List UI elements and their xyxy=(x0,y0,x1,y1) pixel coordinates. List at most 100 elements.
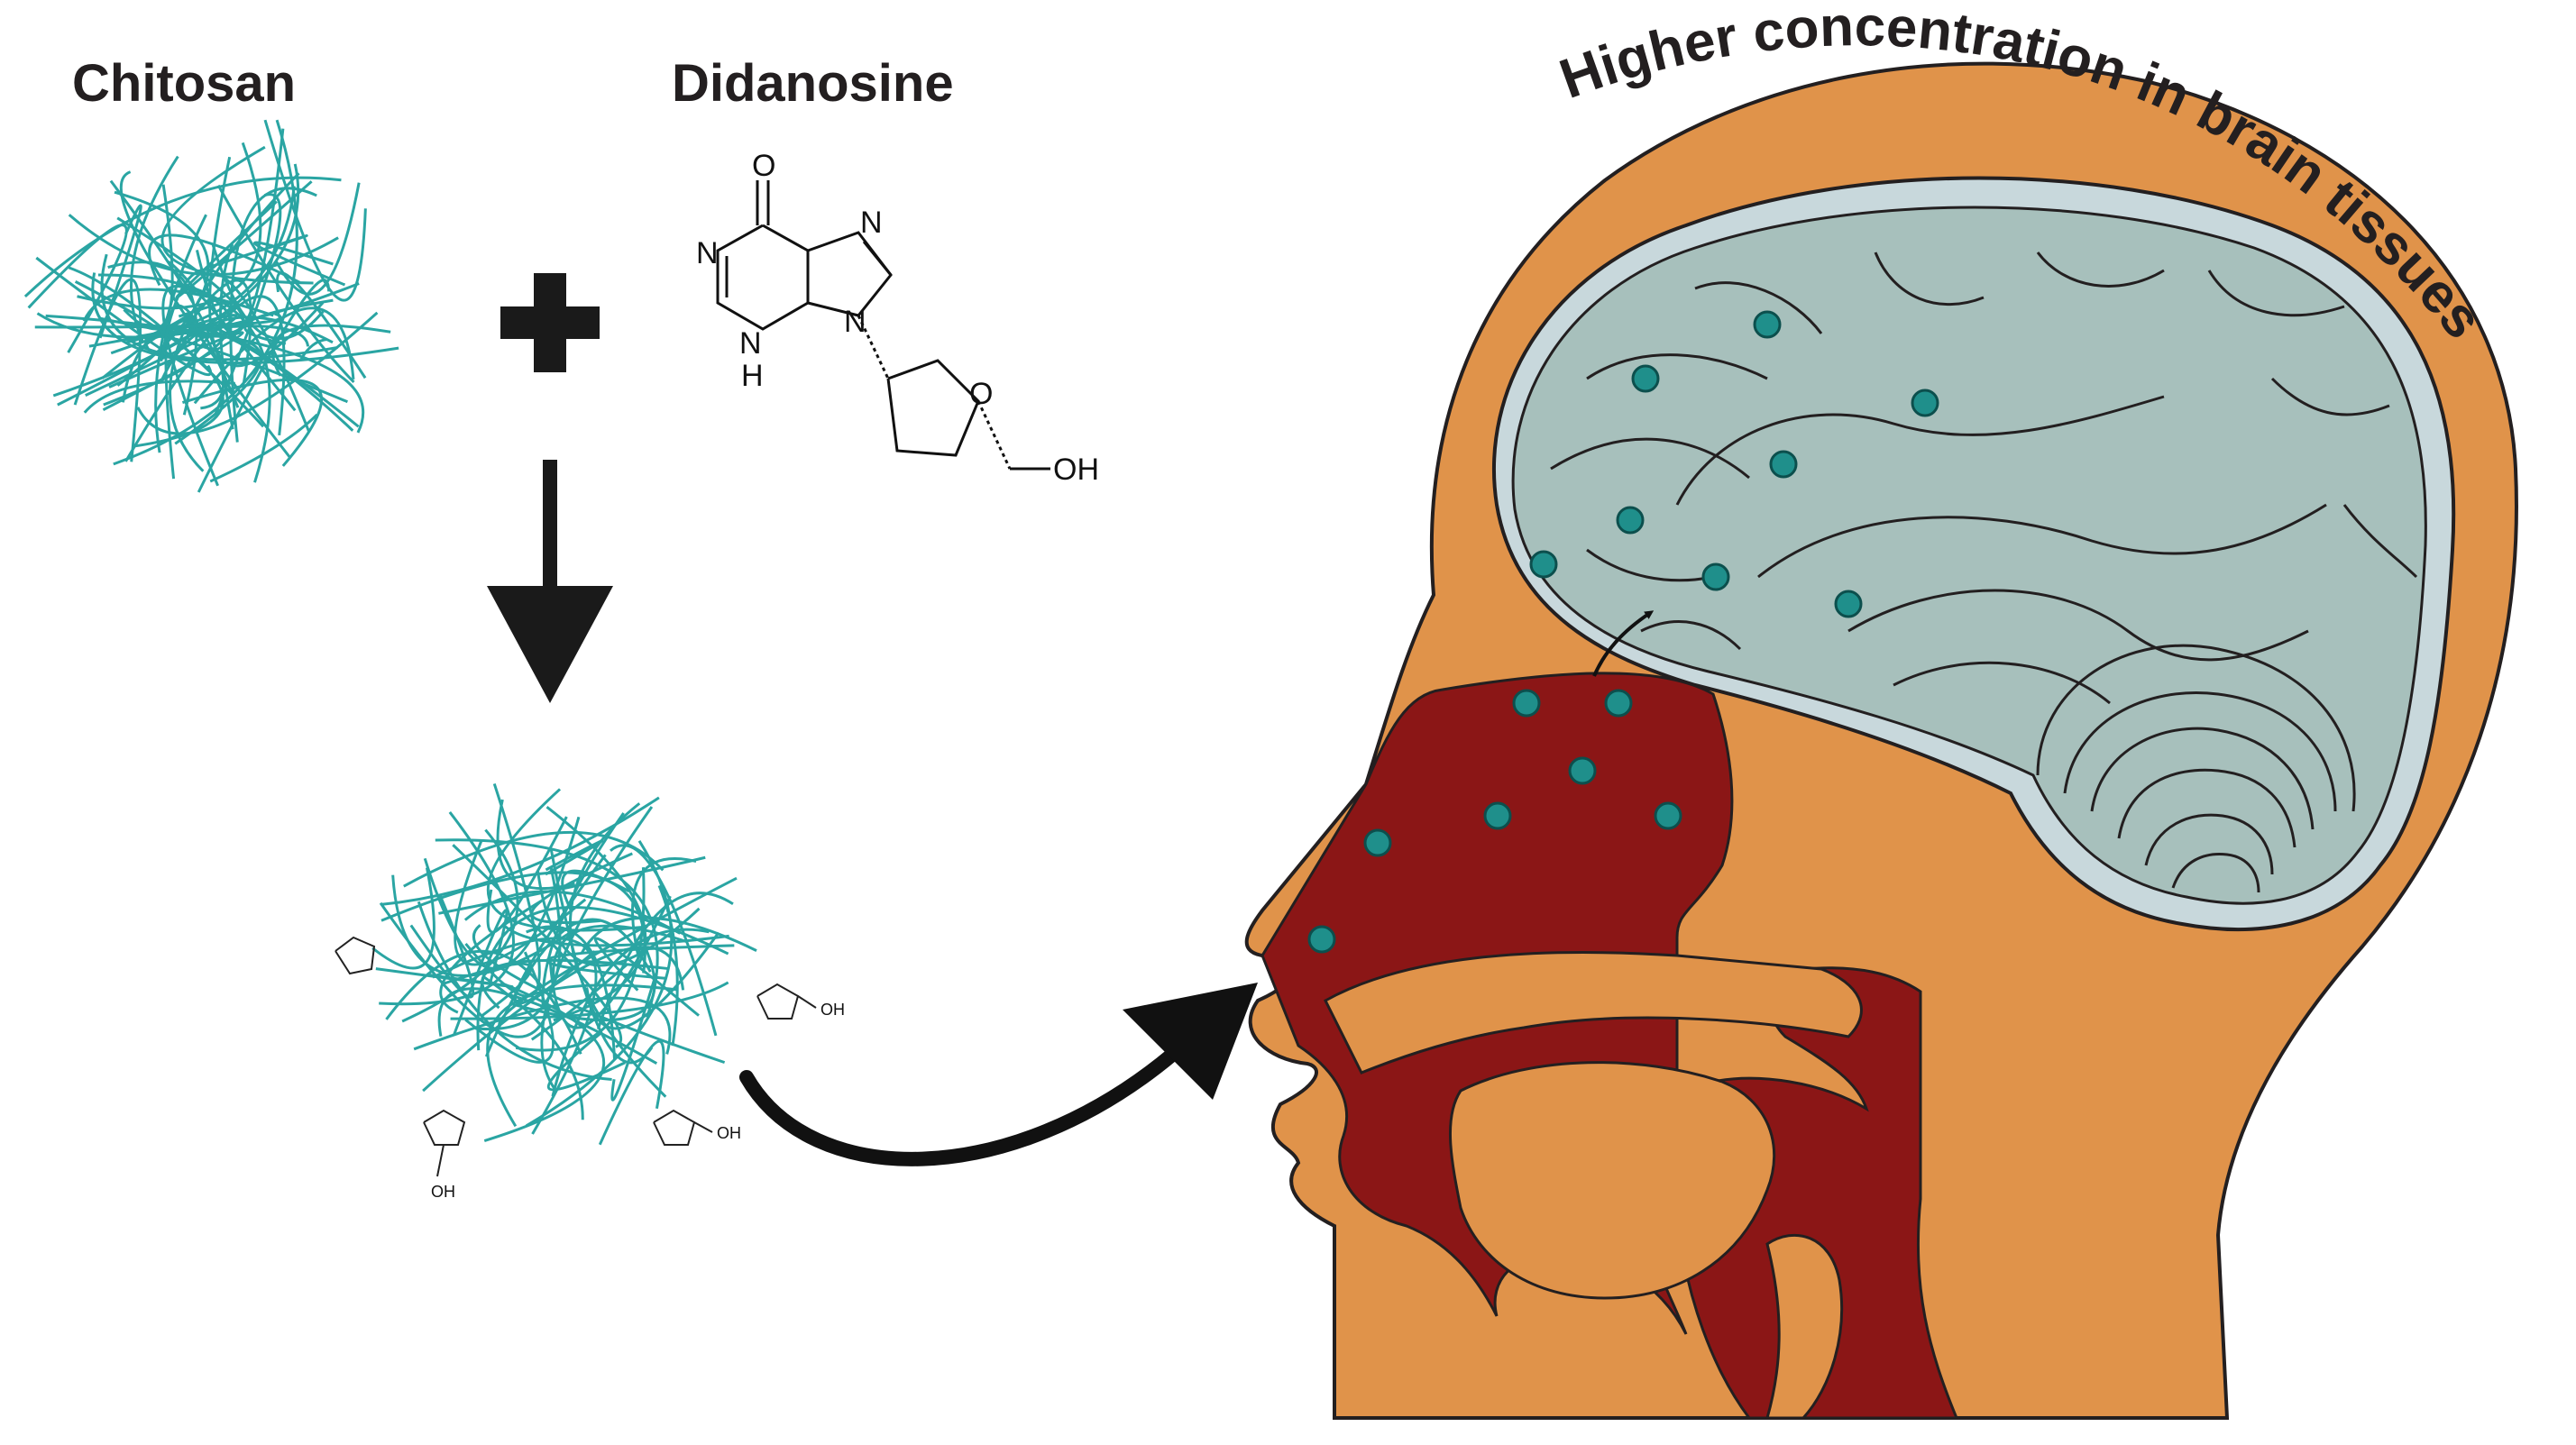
coil-strand xyxy=(526,925,617,1060)
atom-h: H xyxy=(741,359,764,393)
oh-tag-c: OH xyxy=(431,1183,455,1201)
coil-strand xyxy=(423,816,581,970)
coil-strand xyxy=(34,312,282,329)
coil-strand xyxy=(209,413,318,483)
nanoparticle-dot-icon xyxy=(1834,590,1863,618)
coil-strand xyxy=(148,233,301,287)
coil-strand xyxy=(253,241,346,287)
coil-strand xyxy=(52,163,300,398)
coil-strand xyxy=(401,828,519,1023)
coil-strand xyxy=(229,187,317,443)
coil-strand xyxy=(476,905,729,1051)
atom-o-ring: O xyxy=(969,377,993,411)
coil-strand xyxy=(73,278,142,462)
brain-folds xyxy=(1550,252,2418,893)
nanoparticle-dot-icon xyxy=(1654,801,1682,830)
head-illustration xyxy=(1244,61,2518,1420)
nanoparticle-dot-icon xyxy=(1483,801,1512,830)
didanosine-label: Didanosine xyxy=(672,54,954,113)
nanoparticle-dot-icon xyxy=(1631,364,1660,393)
coil-strand xyxy=(263,119,367,302)
nanoparticle-dot-icon xyxy=(1307,925,1336,954)
nanoparticle-dot-icon xyxy=(1616,506,1645,535)
attached-drug-fragments xyxy=(335,936,817,1177)
coil-strand xyxy=(482,975,584,1120)
didanosine-structure xyxy=(716,180,1050,471)
coil-strand xyxy=(102,331,244,411)
coil-strand xyxy=(486,983,679,1128)
oh-tag-b: OH xyxy=(717,1124,741,1142)
didanosine-atom-labels: O N N N H N O OH xyxy=(696,149,1099,487)
nanoparticle-dot-icon xyxy=(1568,756,1597,785)
nanoparticle-dot-icon xyxy=(1604,689,1633,718)
atom-n1: N xyxy=(696,236,719,270)
atom-o-carbonyl: O xyxy=(752,149,775,183)
coil-strand xyxy=(214,193,282,416)
chitosan-label: Chitosan xyxy=(72,54,296,113)
coil-strand xyxy=(631,857,697,955)
coil-strand xyxy=(68,266,265,428)
tongue xyxy=(1448,1061,1776,1300)
coil-strand xyxy=(484,918,652,1057)
coil-strand xyxy=(487,788,644,932)
uptake-arrow xyxy=(1592,610,1655,677)
coil-strand xyxy=(124,295,286,462)
coil-strand xyxy=(154,214,207,453)
coil-strand xyxy=(208,234,308,269)
coil-strand xyxy=(298,338,327,361)
nanoparticle-dot-icon xyxy=(1512,689,1541,718)
coil-strand xyxy=(536,871,701,967)
coil-strand xyxy=(509,947,656,1022)
coil-strand xyxy=(422,946,685,1093)
coil-strand xyxy=(585,931,720,1030)
nanoparticle-dot-icon xyxy=(1701,562,1730,591)
drug-loaded-nanoparticle xyxy=(371,782,757,1146)
coil-strand xyxy=(413,996,672,1055)
nanoparticle-dot-icon xyxy=(1911,389,1939,417)
nasal-airway xyxy=(1260,672,1959,1420)
coil-strand xyxy=(551,928,710,1097)
coil-strand xyxy=(432,937,598,1135)
chitosan-coil xyxy=(23,119,399,493)
coil-strand xyxy=(657,884,679,1047)
palate xyxy=(1324,951,1863,1075)
coil-strand xyxy=(525,840,674,1128)
coil-strand xyxy=(216,184,355,383)
coil-strand xyxy=(439,900,542,1014)
nanoparticle-dot-icon xyxy=(1363,828,1392,857)
coil-strand xyxy=(380,796,660,906)
coil-strand xyxy=(545,805,647,1022)
coil-strand xyxy=(371,867,435,970)
coil-strand xyxy=(561,869,630,913)
coil-strand xyxy=(596,892,734,1030)
coil-strand xyxy=(74,280,225,448)
coil-strand xyxy=(530,852,633,924)
coil-strand xyxy=(160,268,311,433)
atom-n3: N xyxy=(739,326,762,361)
coil-strand xyxy=(174,334,262,445)
coil-strand xyxy=(27,224,128,353)
atom-n7: N xyxy=(860,206,883,240)
curved-arrow-icon xyxy=(739,983,1258,1166)
coil-strand xyxy=(208,156,325,368)
coil-strand xyxy=(169,172,300,472)
coil-strand xyxy=(160,145,314,285)
coil-strand xyxy=(68,214,339,277)
atom-oh: OH xyxy=(1053,453,1099,487)
oh-tag-a: OH xyxy=(820,1001,845,1019)
coil-strand xyxy=(474,866,562,1031)
coil-strand xyxy=(453,909,509,1036)
coil-strand xyxy=(486,816,568,934)
coil-strand xyxy=(160,316,334,380)
coil-strand xyxy=(379,811,515,1006)
coil-strand xyxy=(580,916,757,955)
coil-strand xyxy=(193,306,355,405)
coil-strand xyxy=(409,894,475,999)
coil-strand xyxy=(545,839,604,876)
coil-strand xyxy=(530,964,628,1041)
coil-strand xyxy=(610,973,658,1102)
coil-strand xyxy=(541,812,625,1006)
nanoparticle-dots xyxy=(1307,310,1939,954)
coil-strand xyxy=(187,279,252,383)
plus-icon xyxy=(500,273,600,372)
